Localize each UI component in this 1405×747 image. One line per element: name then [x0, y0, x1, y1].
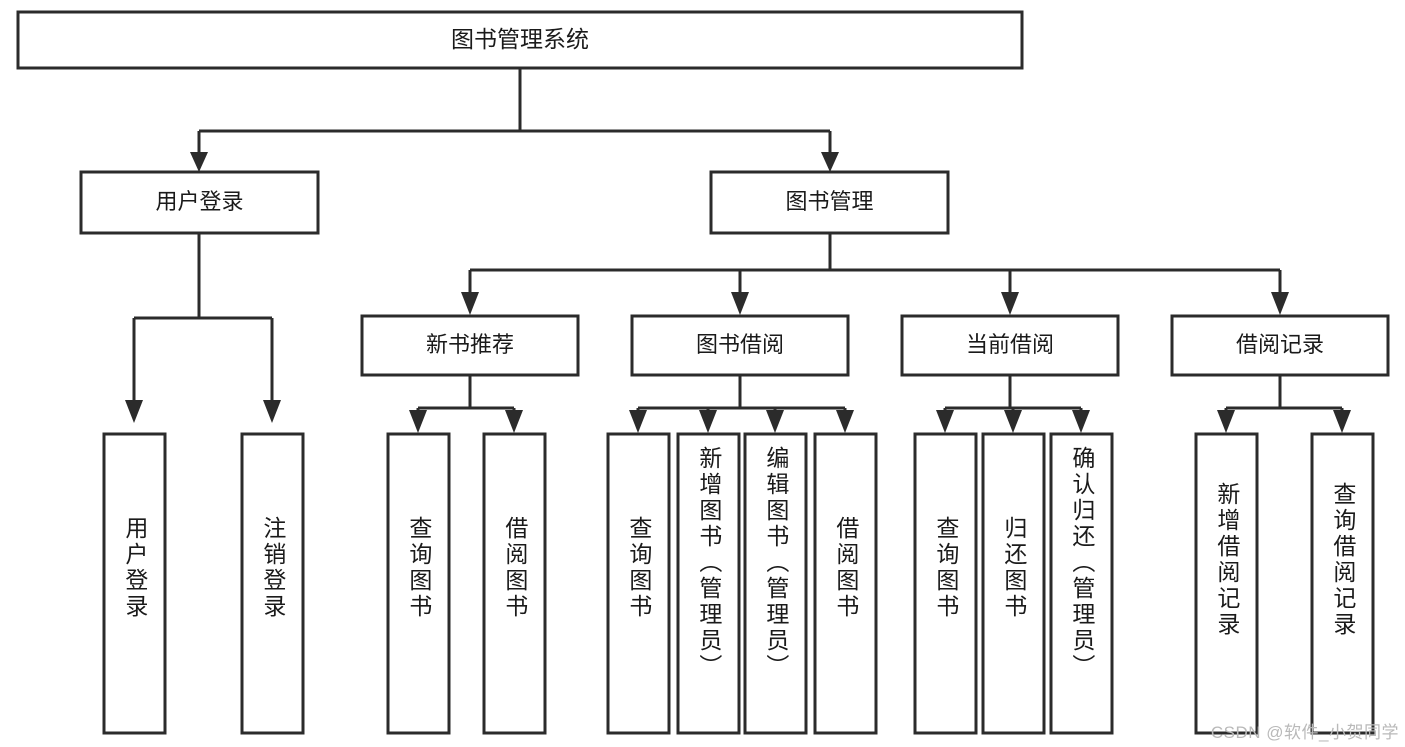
node-borrow-record[interactable]: 借阅记录: [1170, 314, 1390, 377]
arrow-head-leaf-borrow-book-1: [505, 410, 523, 433]
node-new-book-recommend-label: 新书推荐: [426, 332, 514, 357]
arrow-head-leaf-query-record: [1333, 410, 1351, 433]
node-book-borrow-label: 图书借阅: [696, 332, 784, 357]
arrow-head-current-borrow: [1001, 292, 1019, 315]
connector-user-login-to-leaves: [125, 233, 281, 423]
arrow-head-leaf-edit-book: [766, 410, 784, 433]
arrow-head-book-manage: [821, 152, 839, 172]
arrow-head-new-book-recommend: [461, 292, 479, 315]
connector-current-borrow-to-leaves: [936, 375, 1090, 433]
arrow-head-leaf-add-book: [699, 410, 717, 433]
node-leaf-borrow-book-2-box[interactable]: [813, 432, 878, 735]
arrow-head-leaf-user-login: [125, 400, 143, 423]
node-leaf-logout-login-box[interactable]: [240, 432, 305, 735]
node-root[interactable]: 图书管理系统: [16, 10, 1024, 70]
node-root-label: 图书管理系统: [451, 26, 589, 52]
node-book-borrow-box[interactable]: [630, 314, 850, 377]
node-current-borrow[interactable]: 当前借阅: [900, 314, 1120, 377]
connector-new-book-recommend-to-leaves: [409, 375, 523, 433]
arrow-head-leaf-confirm-return: [1072, 410, 1090, 433]
arrow-head-leaf-add-record: [1217, 410, 1235, 433]
node-user-login-label: 用户登录: [155, 189, 243, 214]
connector-root-to-level2: [190, 68, 839, 172]
node-borrow-record-box[interactable]: [1170, 314, 1390, 377]
node-book-manage-box[interactable]: [709, 170, 950, 235]
connector-book-manage-to-level3: [461, 233, 1289, 315]
arrow-head-leaf-query-book-2: [629, 410, 647, 433]
node-leaf-edit-book-box[interactable]: [743, 432, 808, 735]
node-book-manage[interactable]: 图书管理: [709, 170, 950, 235]
node-leaf-add-book-box[interactable]: [676, 432, 741, 735]
node-leaf-user-login-box[interactable]: [102, 432, 167, 735]
node-current-borrow-box[interactable]: [900, 314, 1120, 377]
arrow-head-user-login: [190, 152, 208, 172]
arrow-head-book-borrow: [731, 292, 749, 315]
node-leaf-query-record-box[interactable]: [1310, 432, 1375, 735]
node-new-book-recommend[interactable]: 新书推荐: [360, 314, 580, 377]
node-leaf-query-book-2-box[interactable]: [606, 432, 671, 735]
arrow-head-leaf-return-book: [1004, 410, 1022, 433]
node-leaf-query-book-1-box[interactable]: [386, 432, 451, 735]
node-leaf-add-record-box[interactable]: [1194, 432, 1259, 735]
watermark-text: CSDN @软件_小贺同学: [1210, 723, 1399, 742]
node-borrow-record-label: 借阅记录: [1236, 332, 1324, 357]
leaf-boxes: [102, 432, 1375, 735]
node-current-borrow-label: 当前借阅: [966, 332, 1054, 357]
node-leaf-borrow-book-1-box[interactable]: [482, 432, 547, 735]
node-book-manage-label: 图书管理: [785, 189, 873, 214]
connector-book-borrow-to-leaves: [629, 375, 854, 433]
node-leaf-confirm-return-box[interactable]: [1049, 432, 1114, 735]
arrow-head-leaf-query-book-3: [936, 410, 954, 433]
arrow-head-borrow-record: [1271, 292, 1289, 315]
node-new-book-recommend-box[interactable]: [360, 314, 580, 377]
node-user-login-box[interactable]: [79, 170, 320, 235]
node-book-borrow[interactable]: 图书借阅: [630, 314, 850, 377]
node-leaf-query-book-3-box[interactable]: [913, 432, 978, 735]
node-leaf-return-book-box[interactable]: [981, 432, 1046, 735]
arrow-head-leaf-logout-login: [263, 400, 281, 423]
connector-borrow-record-to-leaves: [1217, 375, 1351, 433]
arrow-head-leaf-borrow-book-2: [836, 410, 854, 433]
arrow-head-leaf-query-book-1: [409, 410, 427, 433]
node-user-login[interactable]: 用户登录: [79, 170, 320, 235]
node-root-box[interactable]: [16, 10, 1024, 70]
